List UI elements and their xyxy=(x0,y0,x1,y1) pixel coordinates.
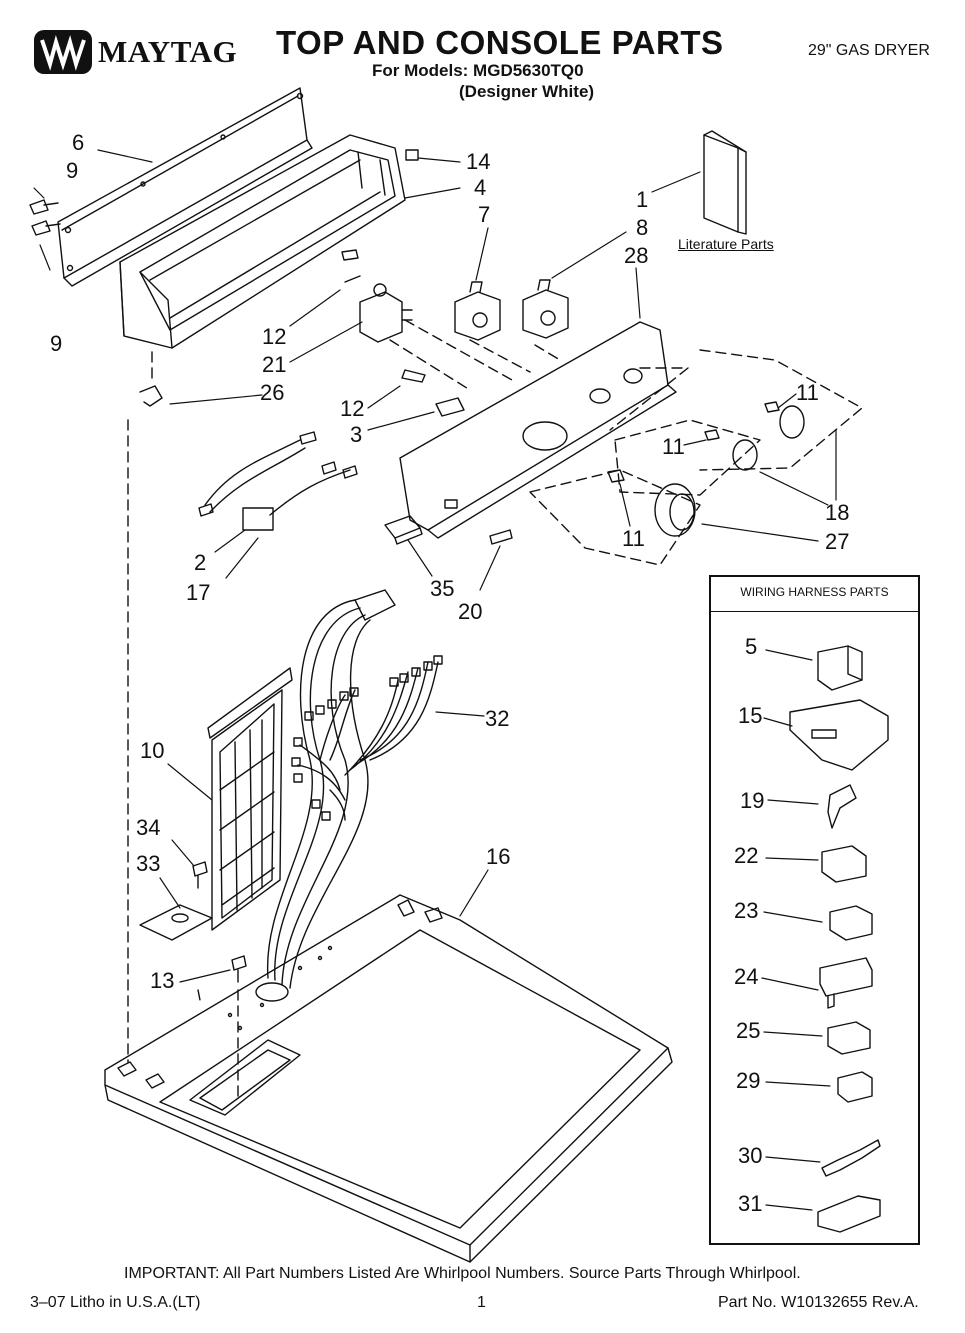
rotary-switch-part xyxy=(454,279,569,341)
harness-callout: 24 xyxy=(734,964,759,989)
screw-part xyxy=(341,249,426,383)
callout-35: 35 xyxy=(430,576,455,601)
callout-26: 26 xyxy=(260,380,285,405)
harness-callout: 22 xyxy=(734,843,759,868)
lint-filter-part xyxy=(207,667,293,931)
control-panel-part xyxy=(399,321,677,539)
console-housing-part xyxy=(119,134,419,349)
harness-connector-parts xyxy=(789,645,889,1233)
callout-1: 1 xyxy=(636,187,649,212)
callout-16: 16 xyxy=(486,844,511,869)
screw-part xyxy=(139,861,247,983)
callout-21: 21 xyxy=(262,352,287,377)
callout-4: 4 xyxy=(474,175,487,200)
rear-panel-part xyxy=(57,87,313,287)
harness-callout: 5 xyxy=(745,634,758,659)
callout-8: 8 xyxy=(636,215,649,240)
switch-button-part xyxy=(435,397,465,417)
harness-callout: 19 xyxy=(740,788,765,813)
dryer-top-part xyxy=(104,894,673,1263)
part-number: Part No. W10132655 Rev.A. xyxy=(718,1294,919,1311)
page-number: 1 xyxy=(477,1294,486,1311)
model-number: For Models: MGD5630TQ0 xyxy=(372,61,584,80)
product-type: 29" GAS DRYER xyxy=(808,42,930,59)
callout-33: 33 xyxy=(136,851,161,876)
harness-callout: 25 xyxy=(736,1018,761,1043)
knob-part xyxy=(607,401,805,537)
callout-9: 9 xyxy=(50,331,63,356)
callout-3: 3 xyxy=(350,422,363,447)
screw-part xyxy=(29,199,61,236)
callout-2: 2 xyxy=(194,550,207,575)
callout-14: 14 xyxy=(466,149,491,174)
start-switch-part xyxy=(344,275,413,343)
wiring-harness-parts-box: WIRING HARNESS PARTS xyxy=(709,575,920,1245)
litho-info: 3–07 Litho in U.S.A.(LT) xyxy=(30,1294,201,1311)
harness-callout: 23 xyxy=(734,898,759,923)
model-color: (Designer White) xyxy=(459,82,595,101)
callout-17: 17 xyxy=(186,580,211,605)
callout-32: 32 xyxy=(485,706,510,731)
page-title: TOP AND CONSOLE PARTS xyxy=(276,24,724,61)
callout-9: 9 xyxy=(66,158,79,183)
maytag-logo: MAYTAG xyxy=(34,30,237,74)
callout-12: 12 xyxy=(340,396,365,421)
important-notice: IMPORTANT: All Part Numbers Listed Are W… xyxy=(124,1265,801,1282)
callout-34: 34 xyxy=(136,815,161,840)
main-wire-harness-part xyxy=(266,589,443,989)
literature-parts-label: Literature Parts xyxy=(678,236,774,252)
harness-box-title: WIRING HARNESS PARTS xyxy=(711,577,918,612)
wire-harness-part xyxy=(198,431,358,531)
callout-20: 20 xyxy=(458,599,483,624)
callout-11: 11 xyxy=(622,526,645,551)
bracket-part xyxy=(384,515,513,545)
callout-27: 27 xyxy=(825,529,850,554)
callout-18: 18 xyxy=(825,500,850,525)
callout-11: 11 xyxy=(796,380,819,405)
callout-6: 6 xyxy=(72,130,85,155)
callout-28: 28 xyxy=(624,243,649,268)
callout-leaders xyxy=(33,149,837,1211)
callout-13: 13 xyxy=(150,968,175,993)
maytag-m-icon xyxy=(34,30,92,74)
harness-callout: 29 xyxy=(736,1068,761,1093)
callout-12: 12 xyxy=(262,324,287,349)
harness-callout: 30 xyxy=(738,1143,763,1168)
callout-10: 10 xyxy=(140,738,165,763)
harness-callout: 31 xyxy=(738,1191,763,1216)
harness-callout: 15 xyxy=(738,703,763,728)
brand-name: MAYTAG xyxy=(98,34,238,69)
callout-11: 11 xyxy=(662,434,685,459)
literature-booklet-part xyxy=(703,130,747,235)
callout-7: 7 xyxy=(478,202,491,227)
clip-part xyxy=(139,385,163,407)
